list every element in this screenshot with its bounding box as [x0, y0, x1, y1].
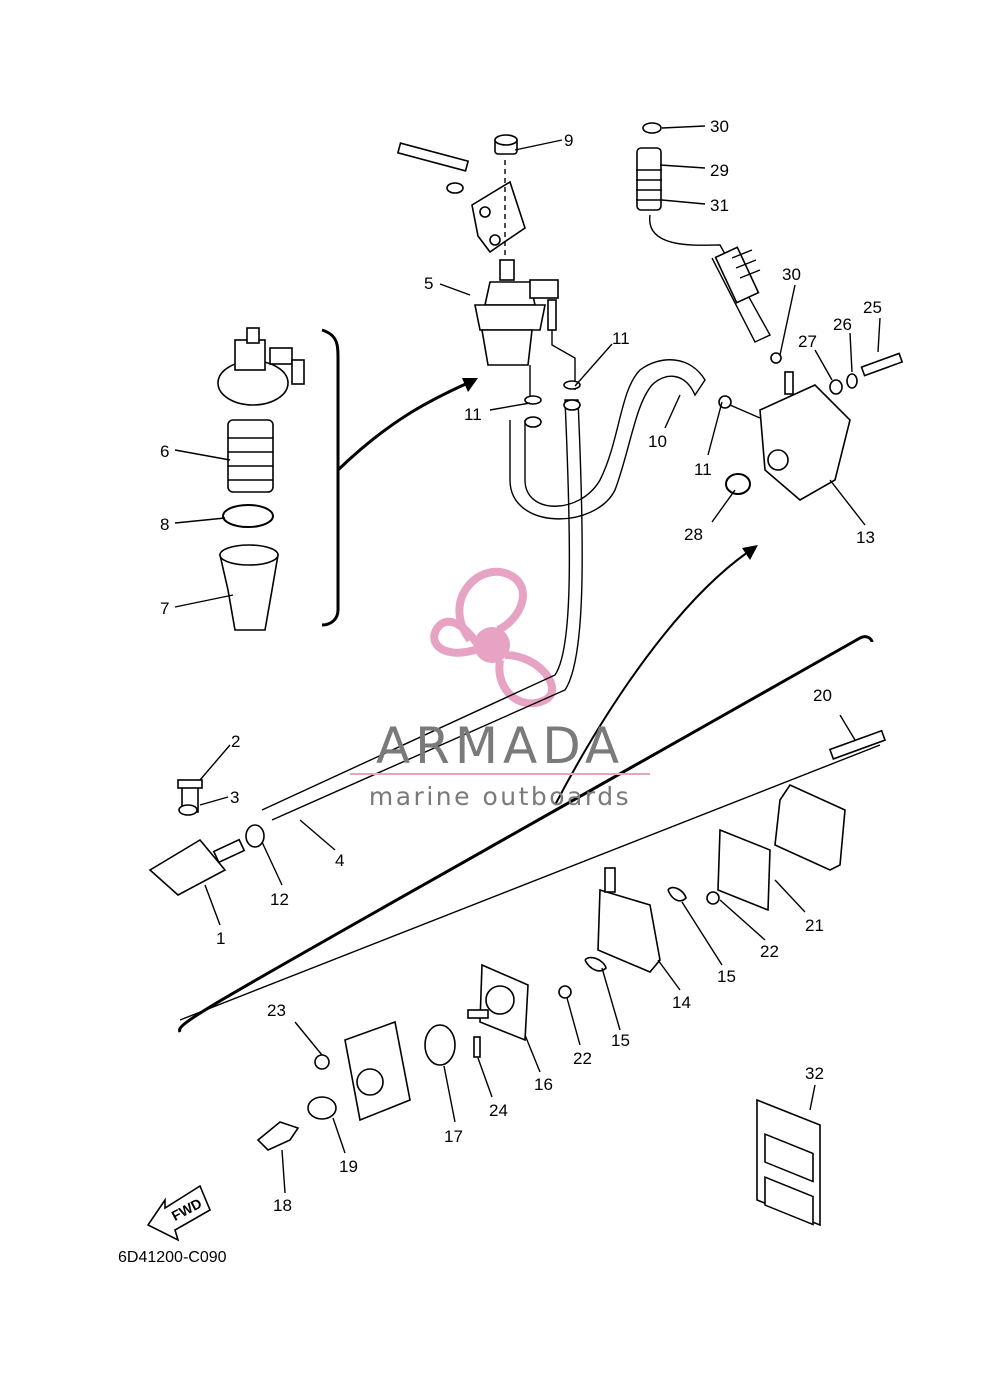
- callout-11: 11: [464, 405, 482, 424]
- watermark: ARMADA marine outboards: [350, 717, 650, 811]
- pump-exploded: [179, 729, 887, 1151]
- leader-lines: [174, 125, 881, 1194]
- o-ring-icon: [222, 504, 274, 528]
- callout-16: 16: [534, 1075, 553, 1094]
- fuel-hose-u: [509, 359, 706, 520]
- callout-17: 17: [444, 1127, 463, 1146]
- protector-icon: [714, 246, 760, 304]
- callout-31: 31: [710, 196, 729, 215]
- diagram-code: 6D41200-C090: [118, 1249, 227, 1266]
- bolt-icon: [396, 142, 470, 172]
- callout-labels: 1 2 3 4 5 6 7 8 9 10 11 11 11 11 12 13 1…: [160, 117, 882, 1215]
- callout-30: 30: [710, 117, 729, 136]
- callout-18: 18: [273, 1196, 292, 1215]
- callout-27: 27: [798, 332, 817, 351]
- plunger-icon: [256, 1121, 300, 1151]
- watermark-logo: [430, 567, 557, 708]
- callout-13: 13: [856, 528, 875, 547]
- callout-22: 22: [760, 942, 779, 961]
- filter-element-icon: [227, 419, 274, 493]
- hose-end-icon: [636, 147, 662, 211]
- fuel-pump-assembly: [725, 352, 904, 501]
- fwd-arrow: FWD: [146, 1184, 212, 1242]
- callout-25: 25: [863, 298, 882, 317]
- callout-20: 20: [813, 686, 832, 705]
- callout-8: 8: [160, 515, 169, 534]
- filter-exploded: [217, 327, 305, 631]
- arrow-head: [462, 378, 478, 392]
- filter-cup-icon: [218, 554, 279, 631]
- callout-11: 11: [694, 460, 712, 479]
- label-32-icon: [756, 1098, 821, 1227]
- callout-12: 12: [270, 890, 289, 909]
- clip-30-icon: [642, 122, 662, 134]
- valve-icon: [584, 956, 607, 972]
- washer-icon: [446, 182, 464, 194]
- watermark-brand: ARMADA: [376, 717, 624, 775]
- nut-icon: [314, 1054, 330, 1070]
- hose-end: [524, 416, 542, 428]
- clip-icon: [245, 824, 265, 848]
- callout-14: 14: [672, 993, 691, 1012]
- callout-15: 15: [611, 1031, 630, 1050]
- fuel-joint-group: [148, 779, 265, 896]
- section-divider: [178, 635, 874, 1033]
- pump-arrow-line: [554, 551, 749, 806]
- spring-17-icon: [424, 1024, 456, 1066]
- valve-icon: [667, 886, 687, 902]
- pump-body-icon: [597, 888, 661, 973]
- screw-22-icon: [558, 985, 572, 999]
- callout-9: 9: [564, 131, 573, 150]
- fuel-hose-4: [261, 399, 583, 821]
- washer-icon: [178, 804, 198, 816]
- hose-end: [563, 399, 581, 411]
- washer-icon: [829, 379, 843, 395]
- watermark-tagline: marine outboards: [369, 782, 631, 811]
- callout-23: 23: [267, 1001, 286, 1020]
- callout-19: 19: [339, 1157, 358, 1176]
- bolt-icon: [860, 352, 904, 377]
- bracket-icon: [471, 180, 526, 254]
- arrow-head: [742, 545, 758, 560]
- callout-11: 11: [612, 329, 630, 348]
- callout-21: 21: [805, 916, 824, 935]
- fuel-filter-assembly: [474, 259, 576, 400]
- callout-3: 3: [230, 788, 239, 807]
- callout-10: 10: [648, 432, 667, 451]
- callout-28: 28: [684, 525, 703, 544]
- washer-icon: [846, 373, 858, 389]
- screw-22-icon: [706, 891, 720, 905]
- screw-20-icon: [828, 729, 887, 760]
- fuel-joint-icon: [148, 838, 227, 896]
- bracket-assembly: [396, 134, 526, 258]
- callout-30: 30: [782, 265, 801, 284]
- callout-15: 15: [717, 967, 736, 986]
- callout-7: 7: [160, 599, 169, 618]
- bracket-arrow-line: [336, 380, 471, 472]
- callout-2: 2: [231, 732, 240, 751]
- callout-4: 4: [335, 851, 344, 870]
- callout-1: 1: [216, 929, 225, 948]
- callout-6: 6: [160, 442, 169, 461]
- bracket-group-line: [321, 328, 340, 627]
- hose-clips: [524, 122, 782, 409]
- callout-24: 24: [489, 1101, 508, 1120]
- callout-26: 26: [833, 315, 852, 334]
- callout-29: 29: [710, 161, 729, 180]
- o-ring-icon: [725, 473, 751, 495]
- callout-22: 22: [573, 1049, 592, 1068]
- callout-32: 32: [805, 1064, 824, 1083]
- pump-cover-icon: [774, 783, 846, 871]
- pin-icon: [473, 1036, 481, 1058]
- callout-5: 5: [424, 274, 433, 293]
- spring-19-icon: [307, 1096, 337, 1120]
- gasket-icon: [717, 828, 771, 912]
